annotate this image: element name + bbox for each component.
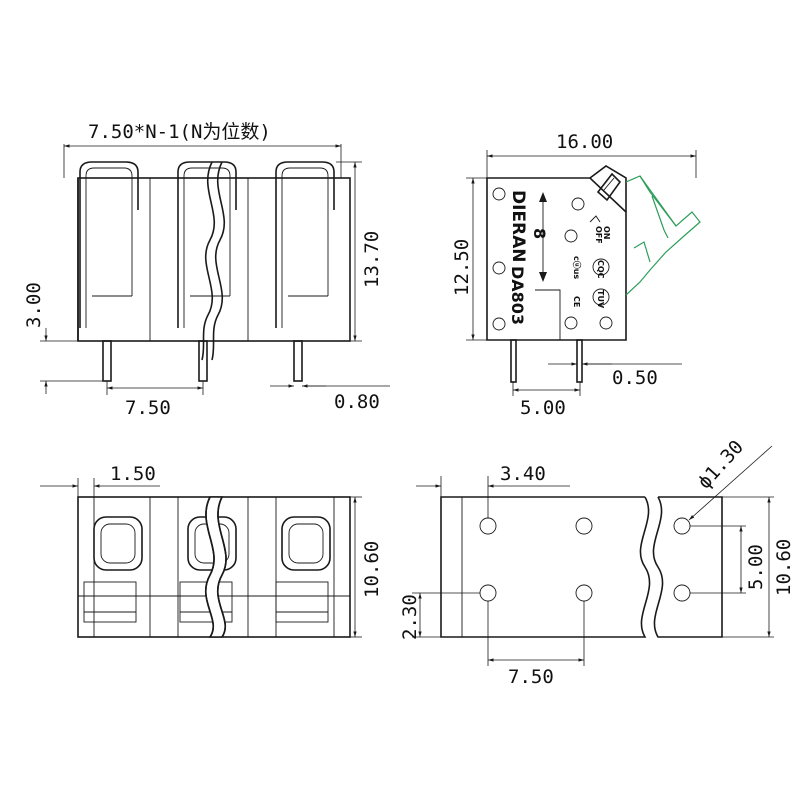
tuv-cert-icon: TUV — [592, 288, 610, 309]
top-view: 1.50 10.60 — [40, 463, 383, 638]
front-pin-1 — [102, 340, 112, 382]
front-pitch-formula: 7.50*N-1(N为位数) — [88, 121, 271, 143]
side-width: 16.00 — [556, 131, 613, 153]
wire-opening-3 — [275, 516, 331, 623]
svg-text:ON: ON — [602, 226, 611, 240]
svg-text:OFF: OFF — [594, 226, 603, 244]
svg-text:cⓤus: cⓤus — [572, 256, 582, 279]
pcb-hole — [479, 584, 497, 602]
on-off-indicator: ON OFF — [589, 215, 611, 244]
front-housing-1 — [79, 161, 139, 328]
front-height: 13.70 — [361, 231, 383, 288]
front-pin-width: 0.80 — [334, 391, 380, 413]
side-pin-thickness: 0.50 — [612, 367, 658, 389]
current-direction-arrow: 8 — [530, 192, 549, 282]
model-label: DA803 — [508, 266, 527, 325]
front-pin-3 — [293, 340, 303, 382]
pcb-layout-view: 3.40 ϕ1.30 5.00 10.60 2.30 7.50 — [399, 436, 795, 688]
side-pin-spacing: 5.00 — [520, 397, 566, 419]
svg-text:8: 8 — [530, 228, 549, 239]
pcb-edge-offset: 3.40 — [500, 463, 546, 485]
side-view: DIERAN DA803 8 ON OFF cⓤus CQC TUV CE — [451, 131, 701, 419]
open-lever-outline — [625, 175, 701, 296]
side-pin-2 — [576, 339, 583, 383]
front-pitch: 7.50 — [125, 397, 171, 419]
side-height: 12.50 — [451, 239, 473, 296]
pcb-hole — [479, 517, 497, 535]
cqc-cert-icon: CQC — [592, 258, 610, 279]
brand-label: DIERAN — [508, 190, 528, 263]
pcb-outline-right — [652, 496, 723, 638]
pcb-hole — [575, 517, 593, 535]
pcb-row-spacing: 5.00 — [745, 544, 767, 590]
front-pin-length: 3.00 — [23, 282, 45, 328]
pcb-hole — [673, 584, 691, 602]
ul-cert-icon: cⓤus — [572, 256, 582, 279]
top-edge-offset: 1.50 — [110, 463, 156, 485]
pcb-outline-left — [440, 496, 651, 638]
break-line — [201, 161, 216, 361]
front-view: 7.50*N-1(N为位数) 13.70 3.00 7.50 0.80 — [23, 121, 390, 419]
front-housing-3 — [275, 161, 335, 328]
svg-text:CE: CE — [572, 296, 581, 307]
pcb-hole-diameter: ϕ1.30 — [693, 436, 748, 493]
wire-opening-1 — [83, 516, 143, 623]
pcb-pitch: 7.50 — [508, 666, 554, 688]
pcb-bottom-offset: 2.30 — [399, 594, 421, 640]
top-depth: 10.60 — [361, 541, 383, 598]
front-body-outline — [77, 177, 351, 342]
svg-text:TUV: TUV — [596, 290, 605, 309]
pcb-depth: 10.60 — [773, 539, 795, 596]
pcb-hole — [673, 517, 691, 535]
front-housing-2 — [177, 161, 237, 328]
ce-cert-icon: CE — [572, 296, 581, 307]
side-pin-1 — [510, 339, 517, 383]
pcb-hole — [575, 584, 593, 602]
side-body — [486, 177, 627, 341]
svg-text:CQC: CQC — [596, 260, 605, 279]
